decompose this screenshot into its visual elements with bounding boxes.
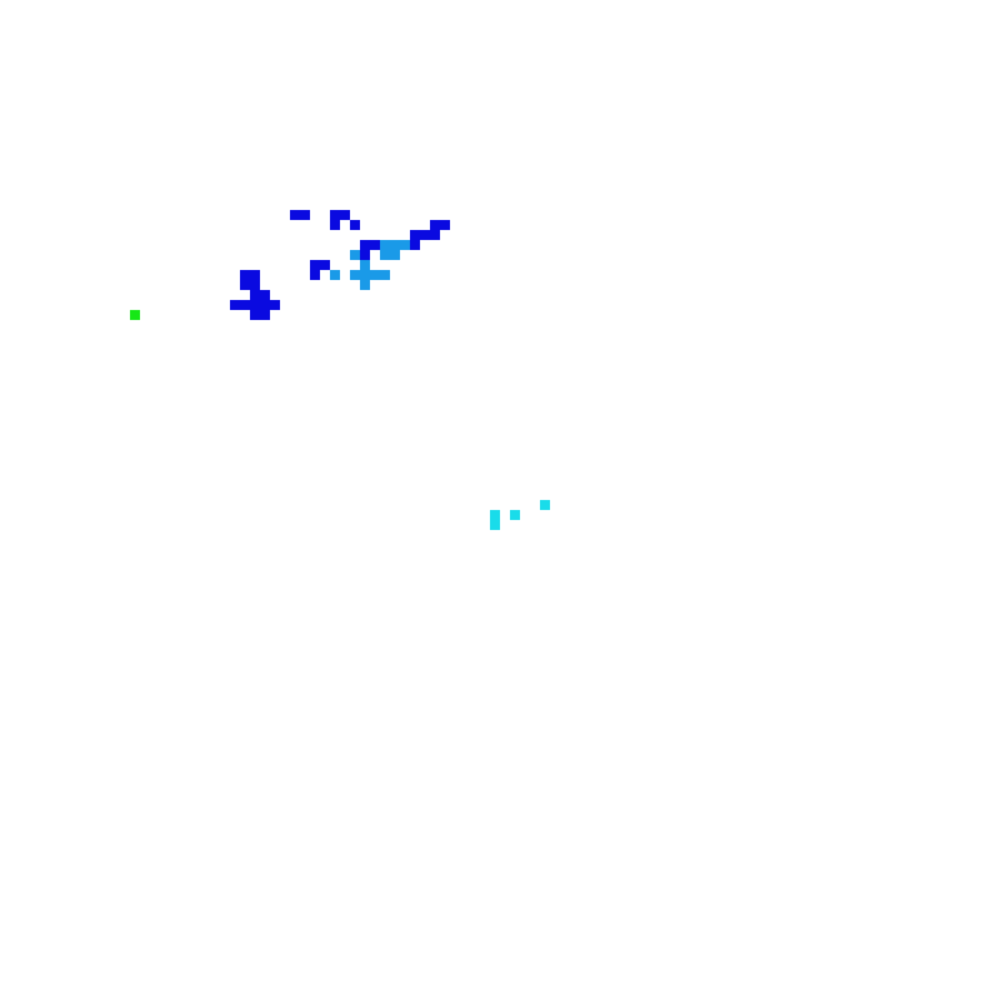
pixel-map <box>0 0 1000 1000</box>
